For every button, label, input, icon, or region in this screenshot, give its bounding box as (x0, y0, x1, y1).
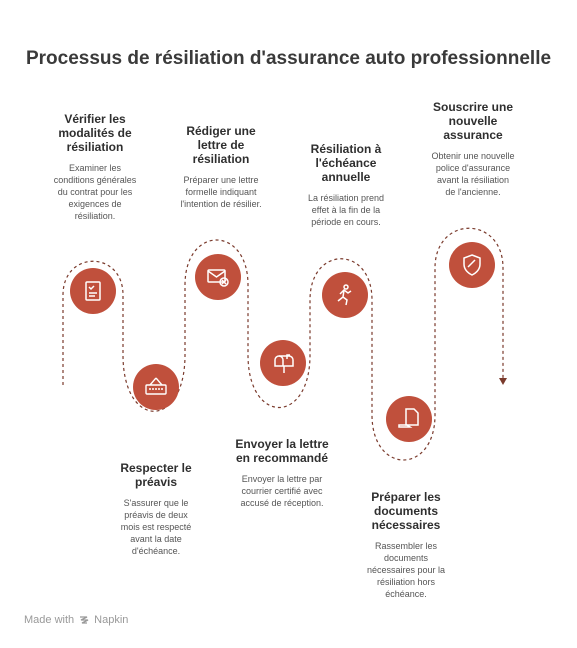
step-2-node (133, 364, 179, 410)
made-with-label: Made with (24, 614, 75, 626)
step-2: Respecter le préavis S'assurer que le pr… (100, 461, 212, 557)
step-description: Obtenir une nouvelle police d'assurance … (431, 151, 515, 197)
step-7: Souscrire une nouvelle assurance Obtenir… (418, 100, 528, 198)
page-title: Processus de résiliation d'assurance aut… (25, 48, 552, 69)
step-4: Envoyer la lettre en recommandé Envoyer … (222, 437, 342, 509)
step-5-node (322, 272, 368, 318)
step-7-node (449, 242, 495, 288)
step-3: Rédiger une lettre de résiliation Prépar… (164, 124, 278, 210)
footer-attribution: Made with Napkin (24, 614, 128, 626)
shield-icon (463, 254, 481, 276)
step-description: Examiner les conditions générales du con… (53, 163, 137, 221)
brand-label: Napkin (94, 614, 129, 626)
close-sign-icon (145, 377, 167, 395)
runner-exit-icon (337, 284, 352, 306)
step-description: Envoyer la lettre par courrier certifié … (240, 474, 324, 508)
document-hand-icon (398, 408, 419, 428)
step-title: Respecter le préavis (120, 461, 192, 489)
step-6: Préparer les documents nécessaires Rasse… (350, 490, 462, 600)
step-title: Rédiger une lettre de résiliation (186, 124, 256, 166)
step-6-node (386, 396, 432, 442)
document-checklist-icon (85, 281, 101, 301)
mailbox-icon (274, 354, 294, 373)
envelope-cancel-icon (207, 269, 229, 287)
step-title: Souscrire une nouvelle assurance (432, 100, 514, 142)
step-1: Vérifier les modalités de résiliation Ex… (42, 112, 148, 222)
step-3-node (195, 254, 241, 300)
step-title: Vérifier les modalités de résiliation (58, 112, 132, 154)
step-description: S'assurer que le préavis de deux mois es… (120, 498, 192, 556)
step-5: Résiliation à l'échéance annuelle La rés… (290, 142, 402, 228)
step-title: Résiliation à l'échéance annuelle (310, 142, 382, 184)
napkin-logo-icon (80, 616, 89, 624)
step-title: Envoyer la lettre en recommandé (235, 437, 329, 465)
step-title: Préparer les documents nécessaires (371, 490, 441, 532)
step-4-node (260, 340, 306, 386)
step-description: Rassembler les documents nécessaires pou… (366, 541, 446, 599)
step-description: La résiliation prend effet à la fin de l… (307, 193, 385, 227)
step-description: Préparer une lettre formelle indiquant l… (180, 175, 262, 209)
step-1-node (70, 268, 116, 314)
